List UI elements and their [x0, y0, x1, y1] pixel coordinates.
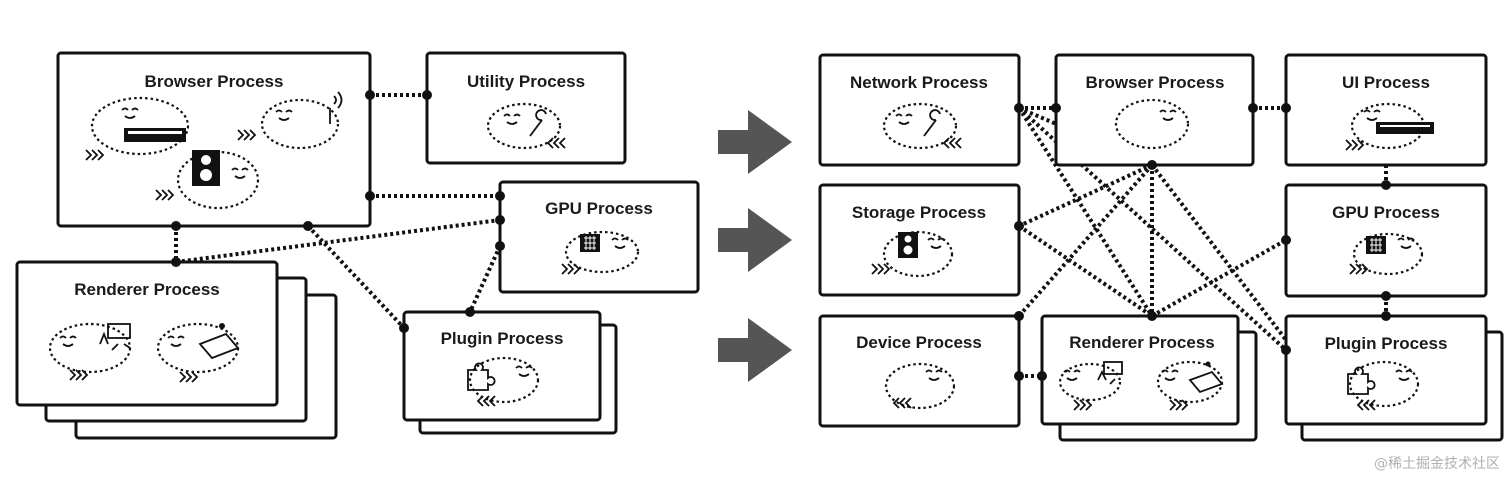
left-renderer-process-title: Renderer Process [74, 280, 220, 299]
wrench-icon [529, 109, 547, 137]
right-renderer-process: Renderer Process [1040, 314, 1258, 442]
right-browser-process-title: Browser Process [1086, 73, 1225, 92]
left-utility-process-title: Utility Process [467, 72, 585, 91]
speaker-icon [192, 150, 220, 186]
left-utility-process: Utility Process [425, 51, 627, 165]
wrench-icon [923, 109, 941, 137]
right-gpu-process-title: GPU Process [1332, 203, 1440, 222]
renderer-gpu-link [175, 218, 501, 264]
left-renderer-process: Renderer Process [15, 260, 338, 440]
browser-plugin-link [306, 224, 406, 330]
left-gpu-process: GPU Process [498, 180, 700, 294]
right-junction-dots [1014, 103, 1391, 381]
right-network-process: Network Process [818, 53, 1021, 167]
right-arrow-icon [718, 110, 792, 174]
media-icon [99, 323, 131, 351]
left-browser-process: Browser Process [56, 51, 372, 228]
speaker-icon [898, 232, 918, 258]
left-connections [174, 93, 502, 330]
right-arrow-icon [718, 208, 792, 272]
left-plugin-process-title: Plugin Process [441, 329, 564, 348]
right-renderer-process-title: Renderer Process [1069, 333, 1215, 352]
antenna-icon [329, 91, 343, 124]
left-plugin-process: Plugin Process [402, 310, 618, 435]
right-ui-process: UI Process [1284, 53, 1488, 167]
gpu-plugin-link [468, 245, 502, 313]
gpu-chip-icon [580, 234, 600, 252]
right-ui-process-title: UI Process [1342, 73, 1430, 92]
left-gpu-process-title: GPU Process [545, 199, 653, 218]
left-browser-process-title: Browser Process [145, 72, 284, 91]
gpu-chip-icon [1366, 236, 1386, 254]
right-browser-process: Browser Process [1054, 53, 1255, 167]
right-gpu-process: GPU Process [1284, 183, 1488, 298]
right-storage-process: Storage Process [818, 183, 1021, 297]
transition-arrows [718, 110, 792, 382]
right-device-process-title: Device Process [856, 333, 982, 352]
touchpad-icon [1188, 361, 1224, 394]
right-plugin-process-title: Plugin Process [1325, 334, 1448, 353]
right-arrow-icon [718, 318, 792, 382]
watermark: @稀土掘金技术社区 [1374, 456, 1500, 472]
touchpad-icon [198, 323, 240, 360]
right-device-process: Device Process [818, 314, 1021, 428]
right-network-process-title: Network Process [850, 73, 988, 92]
right-storage-process-title: Storage Process [852, 203, 986, 222]
left-junction-dots [171, 90, 505, 333]
media-icon [1097, 361, 1123, 385]
puzzle-icon [1347, 366, 1376, 395]
puzzle-icon [467, 362, 496, 391]
browser-window-icon [1376, 122, 1434, 134]
browser-window-icon [124, 128, 186, 142]
right-plugin-process: Plugin Process [1284, 314, 1504, 442]
